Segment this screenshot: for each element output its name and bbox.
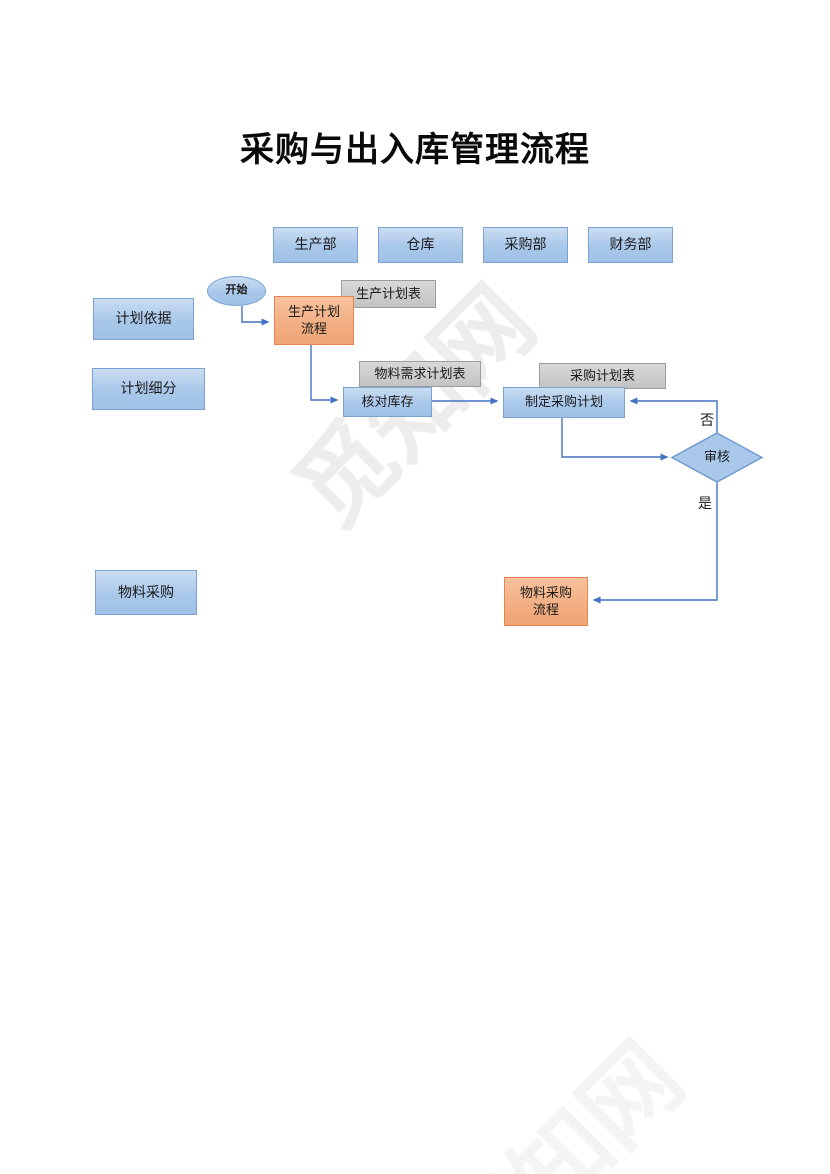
node-review: 审核 — [687, 447, 747, 467]
node-material-purchase-process: 物料采购流程 — [504, 577, 588, 626]
node-production-plan-process: 生产计划流程 — [274, 296, 354, 345]
start-node: 开始 — [207, 276, 266, 306]
lane-box-plan-detail: 计划细分 — [92, 368, 205, 410]
edge-label-no: 否 — [700, 412, 714, 428]
lane-label: 物料采购 — [118, 583, 174, 600]
node-label: 审核 — [703, 448, 730, 464]
dept-label: 生产部 — [294, 236, 337, 253]
node-label: 制定采购计划 — [524, 394, 603, 410]
node-label: 核对库存 — [361, 393, 414, 409]
dept-box-finance: 财务部 — [588, 227, 673, 263]
lane-box-plan-basis: 计划依据 — [93, 298, 194, 340]
doc-box-production-plan-table: 生产计划表 — [341, 280, 436, 308]
lane-box-material-purchase: 物料采购 — [95, 570, 197, 615]
dept-label: 采购部 — [504, 236, 547, 253]
doc-box-material-req-table: 物料需求计划表 — [359, 361, 481, 387]
node-label: 物料采购流程 — [519, 585, 572, 617]
lane-label: 计划依据 — [115, 310, 172, 327]
edge-label-yes: 是 — [698, 495, 712, 511]
node-make-purchase-plan: 制定采购计划 — [503, 387, 625, 418]
node-check-inventory: 核对库存 — [343, 387, 432, 417]
dept-box-warehouse: 仓库 — [378, 227, 463, 263]
edge-production-to-check — [310, 345, 339, 404]
dept-box-purchasing: 采购部 — [483, 227, 568, 263]
page-title: 采购与出入库管理流程 — [240, 130, 590, 170]
start-label: 开始 — [225, 284, 248, 297]
edge-start-to-production — [241, 306, 270, 326]
doc-label: 生产计划表 — [355, 285, 421, 301]
doc-label: 物料需求计划表 — [374, 365, 466, 381]
edge-plan-to-review — [561, 418, 669, 461]
lane-label: 计划细分 — [120, 380, 177, 397]
watermark-text-partial: 觅知网 — [421, 1021, 705, 1174]
doc-label: 采购计划表 — [569, 367, 635, 383]
dept-label: 财务部 — [609, 236, 652, 253]
dept-box-production: 生产部 — [273, 227, 358, 263]
doc-box-purchase-plan-table: 采购计划表 — [539, 363, 666, 389]
node-label: 生产计划流程 — [287, 304, 340, 336]
dept-label: 仓库 — [406, 236, 435, 253]
